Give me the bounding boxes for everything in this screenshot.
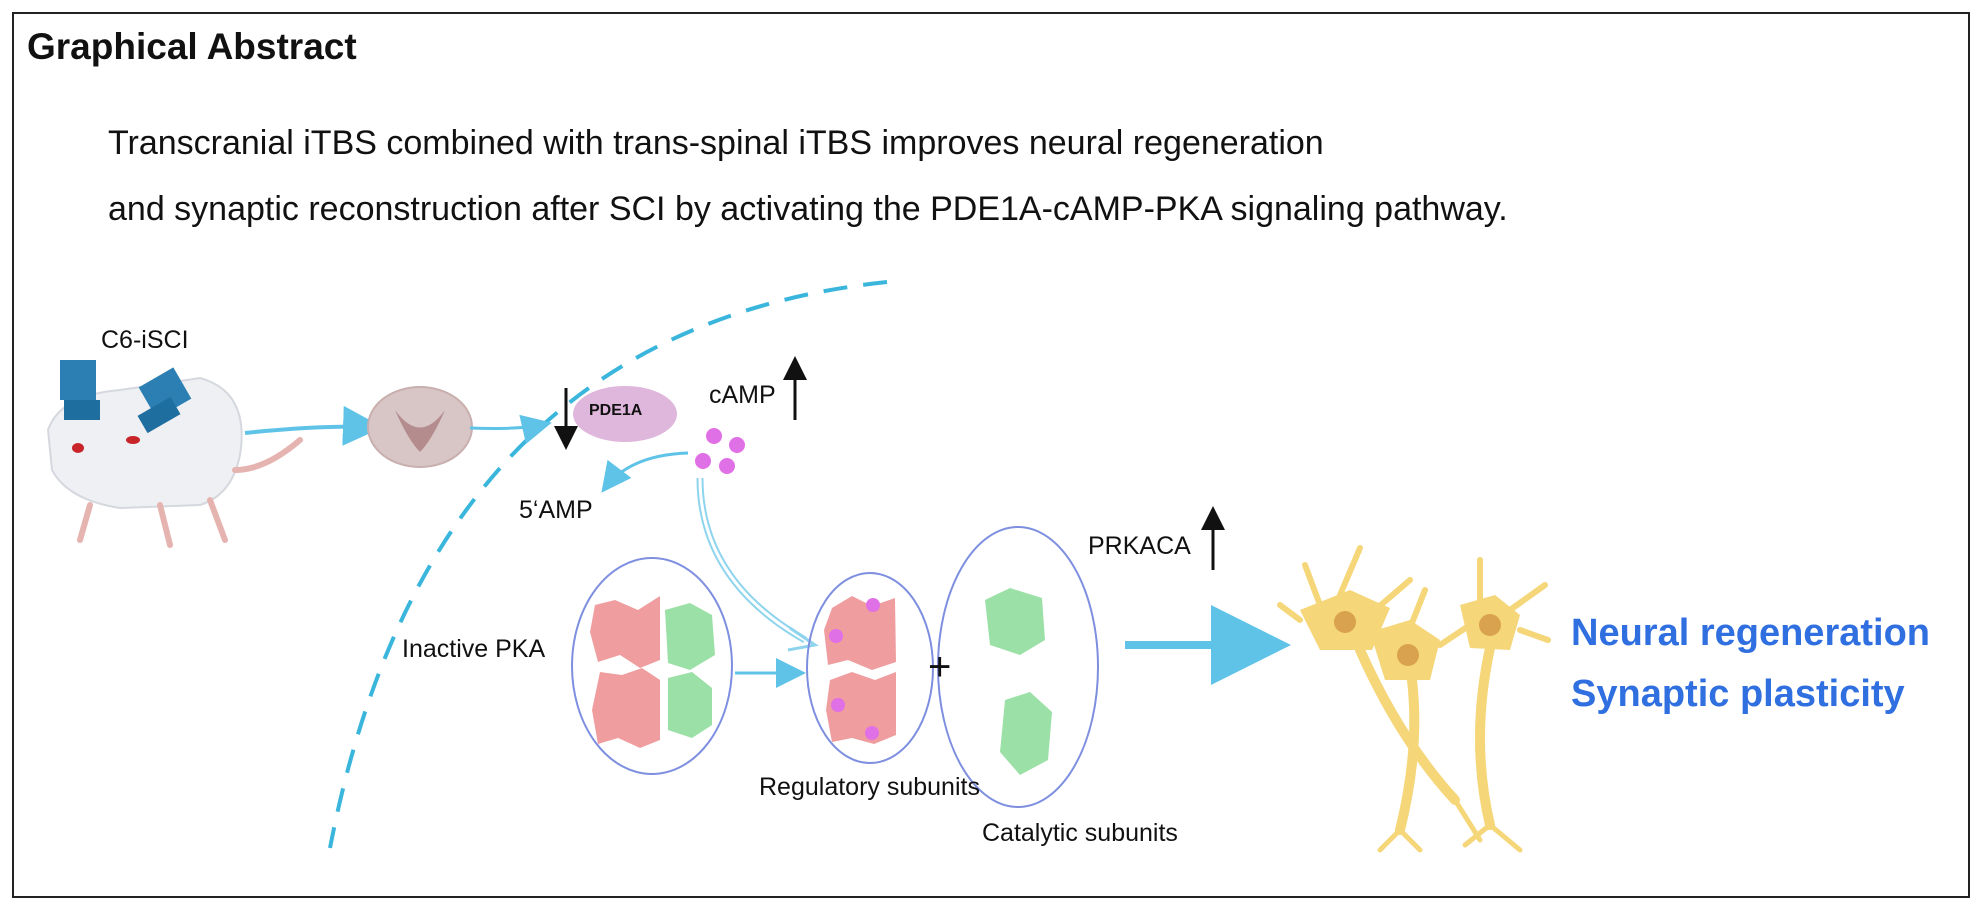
catalytic-subunits-oval [937, 526, 1099, 808]
plus-sign: + [928, 645, 952, 689]
summary-line-2: and synaptic reconstruction after SCI by… [108, 190, 1508, 228]
regulatory-subunits-label: Regulatory subunits [759, 773, 980, 801]
pde1a-label: PDE1A [589, 402, 643, 419]
abstract-frame [12, 12, 1970, 898]
inactive-regulatory-subunit [590, 596, 660, 668]
catalytic-subunit [985, 588, 1045, 655]
amp-label: 5‘AMP [519, 496, 593, 524]
outcome-synaptic-plasticity: Synaptic plasticity [1571, 673, 1905, 715]
prkaca-label: PRKACA [1088, 532, 1191, 560]
pde1a-ellipse [573, 386, 677, 442]
model-label: C6-iSCI [101, 326, 189, 354]
bound-camp [829, 598, 880, 740]
dashed-boundary-arc [328, 280, 888, 849]
neuron-cluster-icon [1277, 545, 1551, 853]
stimulation-coil-icon [137, 367, 192, 434]
summary-line-1: Transcranial iTBS combined with trans-sp… [108, 124, 1324, 162]
catalytic-subunit [1000, 692, 1052, 775]
inactive-catalytic-subunit [668, 672, 712, 738]
regulatory-subunits-oval [806, 572, 934, 764]
catalytic-subunits-label: Catalytic subunits [982, 819, 1178, 847]
outcome-neural-regeneration: Neural regeneration [1571, 612, 1930, 654]
arrow-rat-to-spinal [244, 405, 383, 446]
regulatory-subunit [826, 672, 896, 744]
arrow-spinal-to-pde1a [469, 414, 552, 445]
regulatory-subunit [824, 596, 896, 670]
inactive-catalytic-subunit [665, 603, 715, 670]
arrow-to-5amp [601, 451, 689, 493]
camp-label: cAMP [709, 381, 776, 409]
inactive-pka-oval [571, 557, 733, 775]
neuron-nuclei [1334, 611, 1501, 666]
inactive-pka-label: Inactive PKA [402, 635, 546, 663]
camp-molecules [695, 428, 745, 474]
spinal-cord-section-icon [367, 386, 473, 468]
page-title: Graphical Abstract [27, 26, 357, 67]
inactive-regulatory-subunit [592, 668, 660, 748]
hollow-arrow-camp-to-regulatory [696, 477, 807, 644]
stimulation-coil-icon [60, 360, 100, 420]
